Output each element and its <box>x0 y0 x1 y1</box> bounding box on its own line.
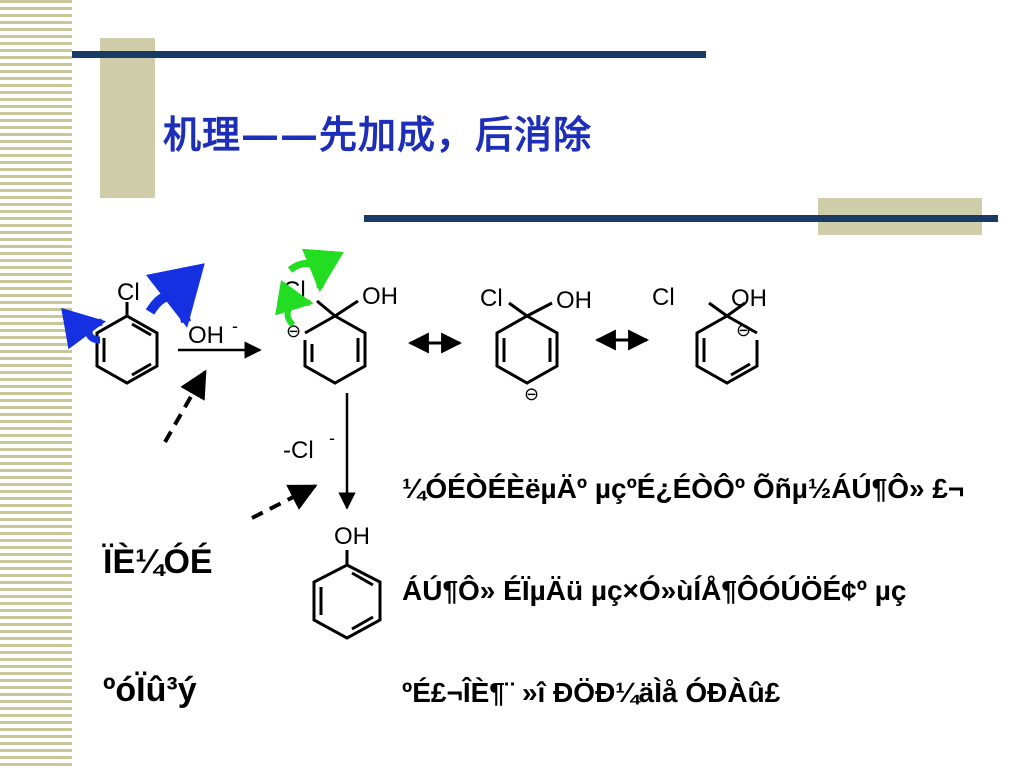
left-annotation-line-1: ÏÈ¼ÓÉ <box>103 543 213 581</box>
green-curved-arrow-top <box>287 248 344 293</box>
left-stripe-decoration <box>0 0 72 768</box>
phenol-oh-label: OH <box>334 523 370 550</box>
intermediate1-anion-charge: ⊖ <box>286 321 301 341</box>
blue-curved-arrow-left <box>61 307 107 350</box>
chlorobenzene-molecule <box>95 302 159 385</box>
resonance3-anion-charge: ⊖ <box>736 320 751 340</box>
reagent-label: OH <box>188 322 224 349</box>
explanation-line-2: ÁÚ¶Ô» ÉÏµÄü µç×Ó»ùÍÅ¶ÔÓÚÖÉ¢º µç <box>402 575 907 606</box>
dashed-arrow-right <box>251 484 318 520</box>
top-rule-line <box>72 51 706 58</box>
resonance3-cl-label: Cl <box>652 284 675 311</box>
blue-curved-arrow-right <box>145 263 205 328</box>
reagent-charge: - <box>232 316 238 336</box>
leaving-group-charge: - <box>329 428 335 448</box>
resonance2-cl-label: Cl <box>480 285 503 312</box>
resonance-form-para <box>495 301 559 385</box>
resonance3-oh-label: OH <box>731 285 767 312</box>
green-curved-arrow-bottom <box>275 279 314 328</box>
top-square-decoration <box>100 38 155 198</box>
bottom-rule-line <box>364 215 998 222</box>
explanation-line-3: ºÉ£¬ÎÈ¶¨ »î ÐÖÐ¼äÌå ÓÐÀû£ <box>402 677 781 708</box>
left-annotation-line-2: ºóÏû³ý <box>103 670 197 709</box>
slide-title: 机理——先加成，后消除 <box>163 112 593 157</box>
left-annotation: ÏÈ¼ÓÉ ºóÏû³ý <box>103 456 213 754</box>
intermediate1-oh-label: OH <box>362 283 398 310</box>
leaving-group-label: -Cl <box>283 437 314 464</box>
explanation-text: ¼ÓÉÒÉÈëµÄº µçºÉ¿ÉÒÔº Õñµ½ÁÚ¶Ô» £¬ ÁÚ¶Ô» … <box>402 404 964 744</box>
explanation-line-1: ¼ÓÉÒÉÈëµÄº µçºÉ¿ÉÒÔº Õñµ½ÁÚ¶Ô» £¬ <box>402 473 965 504</box>
phenol-molecule <box>312 550 382 640</box>
resonance-form-ortho <box>695 301 759 385</box>
dashed-arrow-up <box>163 369 207 443</box>
intermediate-molecule-1 <box>303 299 367 385</box>
resonance2-anion-charge: ⊖ <box>524 384 539 404</box>
resonance2-oh-label: OH <box>556 287 592 314</box>
chlorobenzene-cl-label: Cl <box>117 279 140 306</box>
